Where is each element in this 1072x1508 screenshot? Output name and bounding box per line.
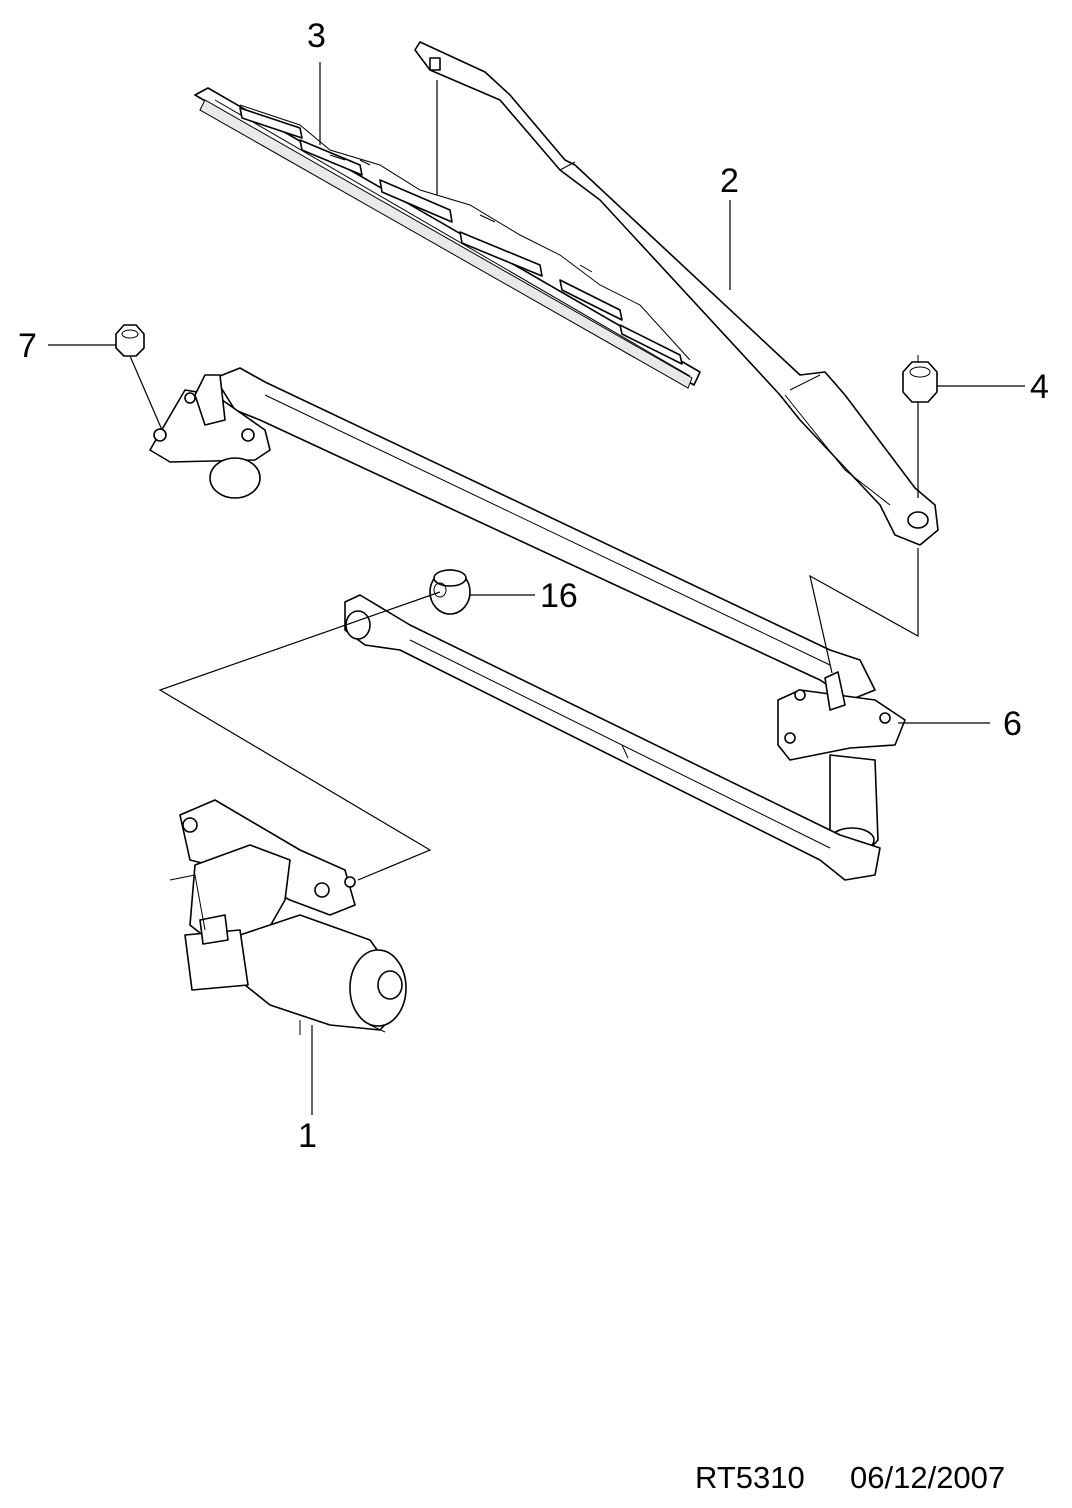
- callout-6: 6: [1003, 705, 1022, 743]
- leader-lines: [48, 62, 1025, 1115]
- drawing-date: 06/12/2007: [850, 1460, 1005, 1495]
- nut-part-4: [902, 355, 938, 403]
- callout-16: 16: [540, 577, 578, 615]
- bushing-part-16: [429, 569, 471, 615]
- wiper-arm-part: [414, 41, 939, 546]
- callout-3: 3: [307, 17, 326, 55]
- wiper-linkage-part: [149, 367, 906, 881]
- callout-1: 1: [298, 1117, 317, 1155]
- wiper-motor-part: [169, 799, 407, 1035]
- callout-4: 4: [1030, 368, 1049, 406]
- nut-part-7: [115, 324, 145, 357]
- drawing-code: RT5310: [695, 1460, 805, 1495]
- callout-7: 7: [18, 327, 37, 365]
- callout-2: 2: [720, 162, 739, 200]
- wiper-blade-part: [194, 87, 701, 389]
